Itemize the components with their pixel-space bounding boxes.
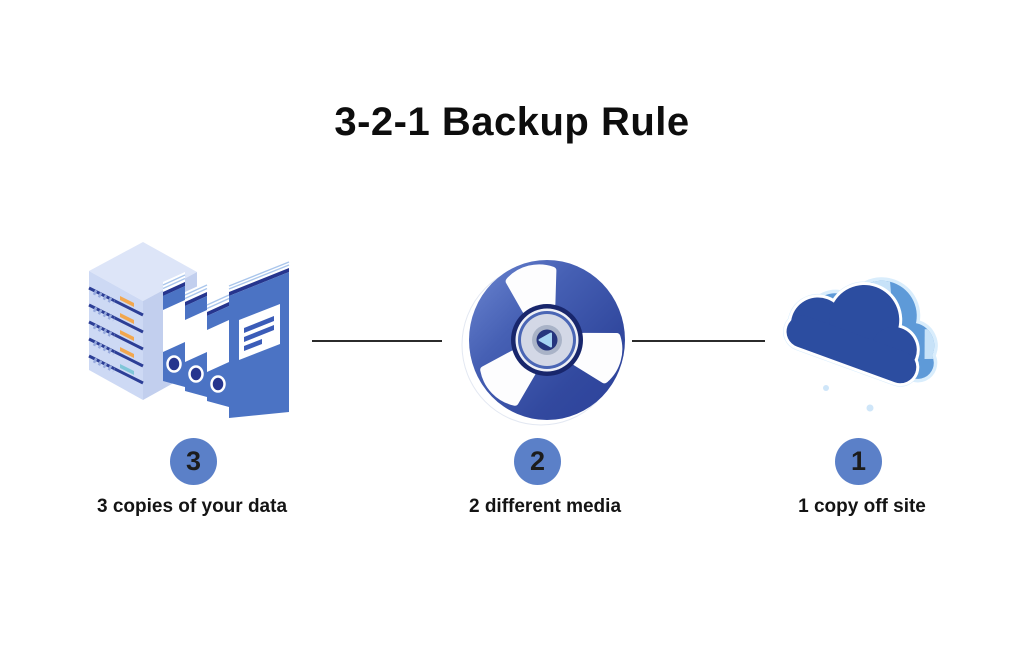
connector-line-2 [632, 340, 765, 342]
connector-line-1 [312, 340, 442, 342]
step-number: 1 [850, 446, 867, 476]
step-label-media: 2 different media [468, 496, 622, 517]
step-label-offsite: 1 copy off site [798, 496, 926, 517]
step-badge-1: 1 [835, 438, 882, 485]
step-badge-3: 3 [170, 438, 217, 485]
page-title: 3-2-1 Backup Rule [334, 100, 690, 144]
step-badge-2: 2 [514, 438, 561, 485]
server-and-binders-icon [84, 240, 294, 420]
tape-reel-icon [458, 256, 630, 428]
step-number: 2 [529, 446, 546, 476]
cloud-icon [780, 270, 946, 420]
step-number: 3 [185, 446, 202, 476]
step-label-copies: 3 copies of your data [96, 496, 288, 517]
